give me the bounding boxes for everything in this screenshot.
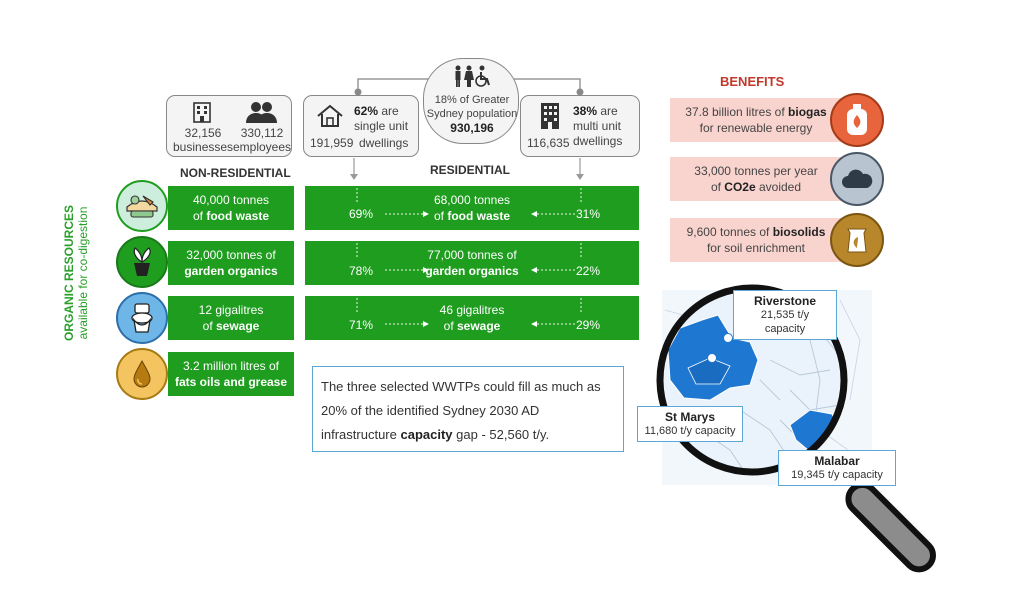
residential-split-arrows [356,188,582,327]
non-res-food-waste: 40,000 tonnes of food waste [168,186,294,230]
benefit-biogas: 37.8 billion litres of biogas for renewa… [670,98,842,142]
residential-header: RESIDENTIAL [430,163,511,177]
capacity-note: The three selected WWTPs could fill as m… [312,366,624,452]
single-unit-box: 62% are single unit 191,959 dwellings [303,95,419,157]
benefit-biosolids: 9,600 tonnes of biosolids for soil enric… [670,218,842,262]
res-garden-left-pct: 78% [349,264,374,278]
garden-organics-circle [116,236,168,288]
res-garden-right-pct: 22% [576,264,601,278]
house-icon [317,104,343,127]
employees-value: 330,112 [240,126,284,140]
res-food-right-pct: 31% [576,207,601,221]
food-waste-icon [126,195,158,218]
gas-cylinder-icon [847,104,867,135]
plant-pot-icon [133,247,151,276]
multi-unit-pct: 38% [573,104,598,118]
organic-resources-label: ORGANIC RESOURCES available for co-diges… [62,205,90,342]
food-waste-circle [116,180,168,232]
res-sewage: 46 gigalitres of sewage 71% 29% [305,296,639,340]
employees-label: employees [232,140,292,154]
sewage-circle [116,292,168,344]
res-sewage-right-pct: 29% [576,318,601,332]
benefit-biogas-circle [830,93,884,147]
multi-unit-value: 116,635 [527,136,570,150]
employees-icon [246,102,277,123]
plant-st-marys: St Marys 11,680 t/y capacity [637,406,743,442]
toilet-icon [131,303,153,333]
soil-bag-icon [847,228,867,253]
non-res-sewage: 12 gigalitres of sewage [168,296,294,340]
population-box: 18% of Greater Sydney population 930,196 [423,58,519,144]
apartment-building-icon [541,103,559,129]
oil-drop-icon [133,359,151,388]
res-garden-organics: 77,000 tonnes of garden organics 78% 22% [305,241,639,285]
building-icon [193,102,211,123]
cloud-icon [842,169,873,188]
fats-oils-circle [116,348,168,400]
population-value: 930,196 [450,121,494,135]
people-accessibility-icon [455,65,490,87]
businesses-label: businesses [173,140,234,154]
single-unit-pct: 62% [354,104,379,118]
benefit-co2e-circle [830,152,884,206]
multi-unit-box: 38% are multi unit dwellings 116,635 [520,95,640,157]
plant-riverstone: Riverstone 21,535 t/y capacity [733,290,837,340]
plant-malabar: Malabar 19,345 t/y capacity [778,450,896,486]
res-food-waste: 68,000 tonnes of food waste 69% 31% [305,186,639,230]
non-res-fats-oils: 3.2 million litres of fats oils and grea… [168,352,294,396]
benefit-co2e: 33,000 tonnes per year of CO2e avoided [670,157,842,201]
non-residential-header: NON-RESIDENTIAL [180,166,291,180]
benefits-header: BENEFITS [720,74,785,89]
non-res-garden-organics: 32,000 tonnes of garden organics [168,241,294,285]
non-residential-stats-box: 32,156 businesses 330,112 employees [166,95,292,157]
res-sewage-left-pct: 71% [349,318,374,332]
res-food-left-pct: 69% [349,207,374,221]
benefit-biosolids-circle [830,213,884,267]
single-unit-value: 191,959 [310,136,354,150]
businesses-value: 32,156 [184,126,222,140]
